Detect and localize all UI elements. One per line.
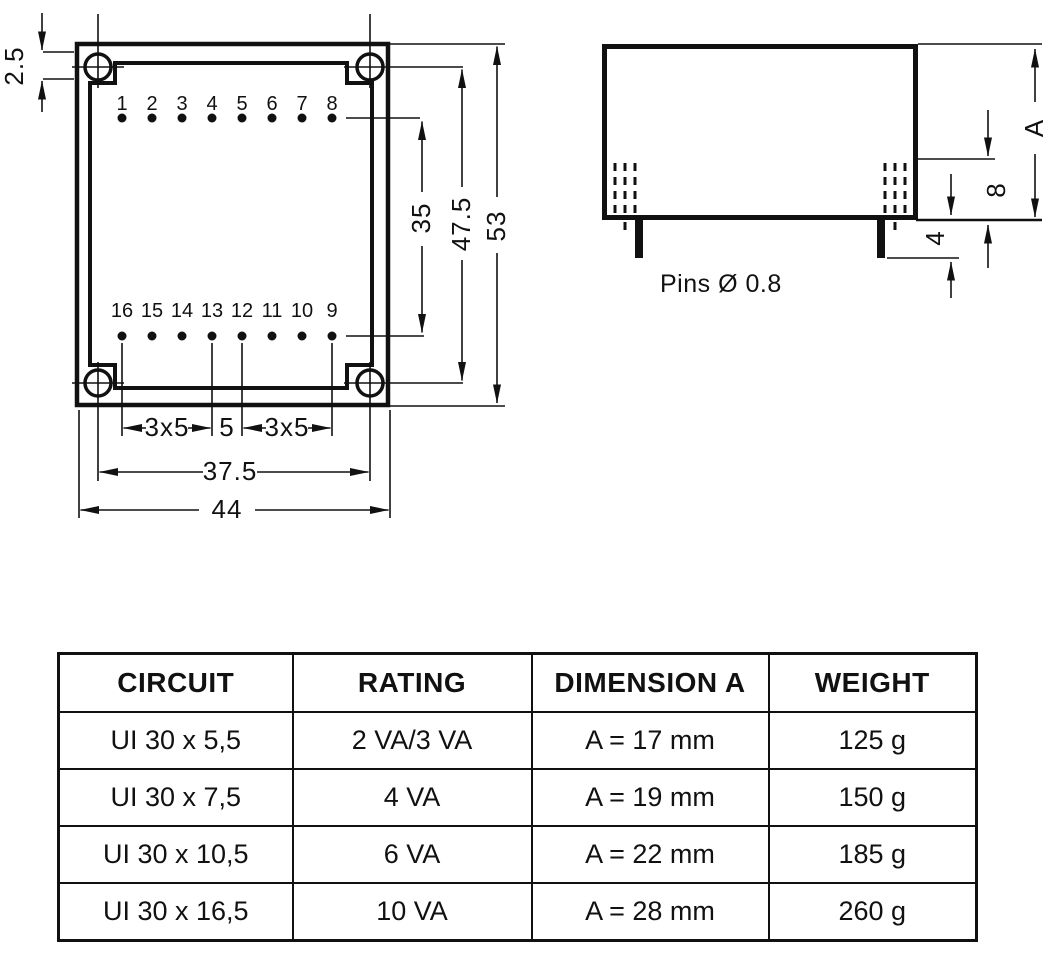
dim-label-pin-seat: 8: [981, 182, 1011, 197]
dim-label-overall-width: 44: [212, 494, 243, 524]
cell-rating: 2 VA/3 VA: [291, 711, 533, 770]
col-header-circuit: CIRCUIT: [57, 652, 294, 713]
dim-label-hole-spacing-horizontal: 37.5: [203, 456, 258, 486]
col-header-rating: RATING: [291, 652, 533, 713]
cell-dimension-a: A = 17 mm: [530, 711, 770, 770]
pin-number: 13: [201, 300, 223, 322]
dim-label-pin-row-spacing: 35: [406, 203, 436, 234]
pin-number: 6: [266, 93, 277, 115]
table-row: UI 30 x 16,5 10 VA A = 28 mm 260 g: [57, 882, 978, 942]
cell-circuit: UI 30 x 16,5: [57, 882, 294, 942]
cell-circuit: UI 30 x 7,5: [57, 768, 294, 827]
pin-number: 10: [291, 300, 313, 322]
pin-left: [635, 220, 643, 258]
pin-number: 11: [262, 300, 283, 322]
pin-numbers-bottom-row: 16 15 14 13 12 11 10 9: [111, 300, 338, 322]
pin-right: [877, 220, 885, 258]
spec-table: CIRCUIT RATING DIMENSION A WEIGHT UI 30 …: [57, 652, 978, 942]
cell-dimension-a: A = 28 mm: [530, 882, 770, 942]
transformer-top-view-drawing: 1 2 3 4 5 6 7 8 16 15 14 13 12 11 10 9: [0, 13, 511, 524]
dim-label-pitch-right: 3x5: [265, 412, 310, 442]
cell-dimension-a: A = 22 mm: [530, 825, 770, 884]
pin-number: 1: [116, 93, 127, 115]
cell-circuit: UI 30 x 5,5: [57, 711, 294, 770]
pin-number: 15: [141, 300, 163, 322]
dim-label-hole-spacing-vertical: 47.5: [446, 197, 476, 252]
table-row: UI 30 x 5,5 2 VA/3 VA A = 17 mm 125 g: [57, 711, 978, 770]
dim-label-height-a: A: [1019, 119, 1049, 137]
mounting-holes: [72, 14, 463, 481]
dim-label-pitch-left: 3x5: [145, 412, 190, 442]
dimension-lines: [38, 13, 501, 514]
pin-number: 2: [146, 93, 157, 115]
pin-number: 16: [111, 300, 133, 322]
case-outline: [74, 41, 391, 408]
dim-label-pitch-center: 5: [219, 412, 234, 442]
table-row: UI 30 x 7,5 4 VA A = 19 mm 150 g: [57, 768, 978, 827]
body-outline: [602, 44, 918, 258]
extension-lines: [43, 43, 505, 518]
pin-number: 7: [296, 93, 307, 115]
pin-number: 3: [176, 93, 187, 115]
hidden-pins-dashed: [613, 163, 907, 230]
cell-weight: 125 g: [767, 711, 978, 770]
pin-number: 12: [231, 300, 253, 322]
pin-numbers-top-row: 1 2 3 4 5 6 7 8: [116, 93, 337, 115]
spec-table-header-row: CIRCUIT RATING DIMENSION A WEIGHT: [57, 652, 978, 713]
col-header-dimension-a: DIMENSION A: [530, 652, 770, 713]
pin-number: 9: [326, 300, 337, 322]
cell-rating: 10 VA: [291, 882, 533, 942]
pin-number: 8: [326, 93, 337, 115]
pin-number: 5: [236, 93, 247, 115]
table-row: UI 30 x 10,5 6 VA A = 22 mm 185 g: [57, 825, 978, 884]
cell-circuit: UI 30 x 10,5: [57, 825, 294, 884]
pin-dots-bottom-row: [117, 331, 337, 341]
col-header-weight: WEIGHT: [767, 652, 978, 713]
hole-crosshairs: [72, 14, 463, 481]
extension-lines: [887, 43, 1042, 259]
cell-weight: 150 g: [767, 768, 978, 827]
pin-dots-top-row: [117, 113, 337, 123]
dim-label-pin-length: 4: [920, 230, 950, 245]
cell-weight: 260 g: [767, 882, 978, 942]
dim-label-overall-height: 53: [481, 211, 511, 242]
spec-table-section: CIRCUIT RATING DIMENSION A WEIGHT UI 30 …: [57, 652, 978, 942]
cell-dimension-a: A = 19 mm: [530, 768, 770, 827]
dim-label-hole-offset: 2.5: [0, 46, 29, 85]
pin-number: 14: [171, 300, 193, 322]
dimension-lines: [947, 48, 1039, 298]
cell-rating: 6 VA: [291, 825, 533, 884]
transformer-side-view-drawing: A 8 4 Pins Ø 0.8: [602, 43, 1049, 298]
pin-number: 4: [206, 93, 217, 115]
cell-rating: 4 VA: [291, 768, 533, 827]
cell-weight: 185 g: [767, 825, 978, 884]
pins-diameter-note: Pins Ø 0.8: [660, 270, 782, 298]
